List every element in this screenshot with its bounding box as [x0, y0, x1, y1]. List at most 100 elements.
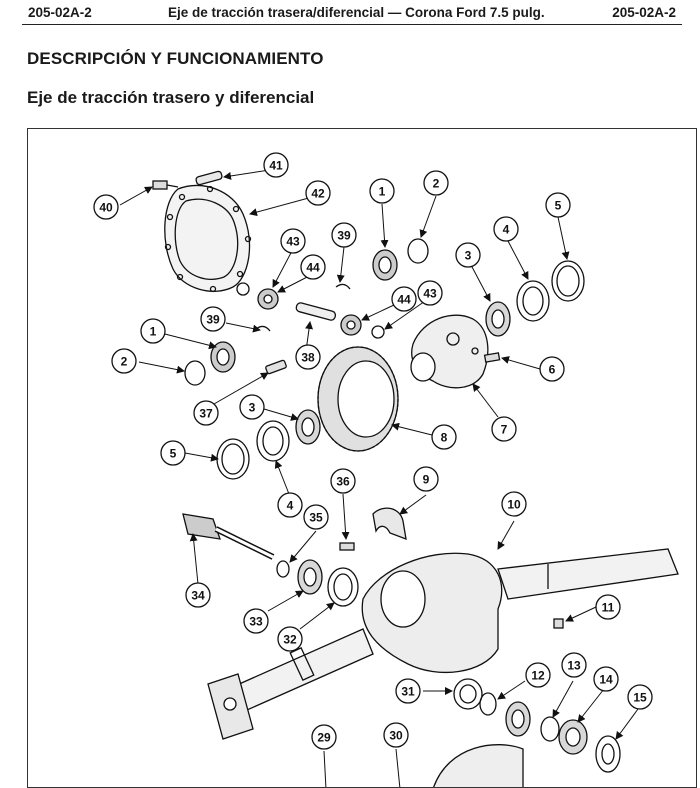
- bearing-cap-part: [372, 507, 407, 541]
- callout-label: 12: [531, 669, 545, 683]
- callout-44: 44: [391, 286, 417, 312]
- callout-label: 36: [336, 475, 350, 489]
- callout-4: 4: [493, 216, 519, 242]
- callout-label: 2: [433, 177, 440, 191]
- bearing-cup-left-part: [256, 420, 290, 462]
- rear-cover-part: [164, 184, 252, 293]
- shim-right-part: [551, 260, 585, 302]
- callout-label: 35: [309, 511, 323, 525]
- callout-11: 11: [595, 594, 621, 620]
- callout-31: 31: [395, 678, 421, 704]
- callout-label: 8: [441, 431, 448, 445]
- page-header: 205-02A-2 Eje de tracción trasera/difere…: [22, 0, 682, 28]
- lock-clip-upper-part: [335, 283, 351, 290]
- axle-housing-part: [207, 548, 679, 740]
- collapsible-spacer-part: [276, 560, 290, 578]
- callout-6: 6: [539, 356, 565, 382]
- header-code-left: 205-02A-2: [28, 5, 92, 20]
- callout-9: 9: [413, 466, 439, 492]
- subsection-title: Eje de tracción trasero y diferencial: [27, 88, 315, 107]
- callout-label: 15: [633, 691, 647, 705]
- callout-label: 43: [423, 287, 437, 301]
- thrust-washer-lower-part: [184, 360, 206, 386]
- callout-label: 4: [503, 223, 510, 237]
- fill-plug-part: [195, 170, 223, 186]
- callout-label: 5: [170, 447, 177, 461]
- axle-retainer-part: [558, 719, 588, 755]
- lock-clip-lower-part: [255, 325, 271, 332]
- callout-42: 42: [305, 180, 331, 206]
- pinion-bearing-part: [297, 559, 323, 595]
- callout-13: 13: [561, 652, 587, 678]
- pinion-gear-upper-right-part: [340, 314, 362, 336]
- callout-43: 43: [417, 280, 443, 306]
- callout-39: 39: [331, 222, 357, 248]
- bearing-cup-right-part: [516, 280, 550, 322]
- callout-label: 33: [249, 615, 263, 629]
- callout-label: 3: [249, 401, 256, 415]
- callout-label: 7: [501, 423, 508, 437]
- callout-12: 12: [525, 662, 551, 688]
- callout-40: 40: [93, 194, 119, 220]
- side-gear-upper-part: [372, 249, 398, 281]
- callout-label: 13: [567, 659, 581, 673]
- callout-2: 2: [423, 170, 449, 196]
- callout-label: 1: [150, 325, 157, 339]
- cap-bolt-part: [339, 542, 355, 551]
- callout-label: 31: [401, 685, 415, 699]
- callout-36: 36: [330, 468, 356, 494]
- callout-1: 1: [369, 178, 395, 204]
- shim-left-part: [216, 438, 250, 480]
- callout-14: 14: [593, 666, 619, 692]
- callout-43: 43: [280, 228, 306, 254]
- callout-44: 44: [300, 254, 326, 280]
- case-bolt-part: [483, 352, 501, 363]
- callout-label: 44: [397, 293, 411, 307]
- callout-7: 7: [491, 416, 517, 442]
- callout-10: 10: [501, 491, 527, 517]
- callout-3: 3: [455, 242, 481, 268]
- callout-label: 40: [99, 201, 113, 215]
- callout-label: 32: [283, 633, 297, 647]
- callout-label: 29: [317, 731, 331, 745]
- pinion-bearing-cup-part: [327, 567, 359, 607]
- callout-label: 37: [199, 407, 213, 421]
- callout-label: 43: [286, 235, 300, 249]
- callout-29: 29: [311, 724, 337, 750]
- ring-gear-part: [317, 346, 399, 452]
- callout-label: 39: [206, 313, 220, 327]
- callout-33: 33: [243, 608, 269, 634]
- callout-label: 41: [269, 159, 283, 173]
- callout-label: 1: [379, 185, 386, 199]
- wheel-bearing-part: [595, 735, 621, 773]
- axle-washer-part: [540, 716, 560, 742]
- callout-30: 30: [383, 722, 409, 748]
- brake-drum-part: [433, 744, 524, 787]
- callout-2: 2: [111, 348, 137, 374]
- callout-label: 42: [311, 187, 325, 201]
- callout-label: 44: [306, 261, 320, 275]
- callout-label: 30: [389, 729, 403, 743]
- callout-15: 15: [627, 684, 653, 710]
- callout-label: 10: [507, 498, 521, 512]
- callout-5: 5: [545, 192, 571, 218]
- callout-4: 4: [277, 492, 303, 518]
- callout-35: 35: [303, 504, 329, 530]
- callout-label: 11: [602, 601, 615, 615]
- vent-part: [553, 618, 564, 629]
- callout-label: 39: [337, 229, 351, 243]
- bearing-cone-left-part: [295, 409, 321, 445]
- ring-gear-bolt-part: [265, 359, 287, 375]
- drive-pinion-part: [182, 513, 275, 560]
- pinion-washer-left-part: [236, 282, 250, 296]
- callout-label: 4: [287, 499, 294, 513]
- side-gear-lower-part: [210, 341, 236, 373]
- header-rule: [22, 24, 682, 25]
- header-title: Eje de tracción trasera/diferencial — Co…: [168, 5, 545, 20]
- callout-34: 34: [185, 582, 211, 608]
- thrust-washer-upper-part: [407, 238, 429, 264]
- callout-label: 34: [191, 589, 205, 603]
- callout-5: 5: [160, 440, 186, 466]
